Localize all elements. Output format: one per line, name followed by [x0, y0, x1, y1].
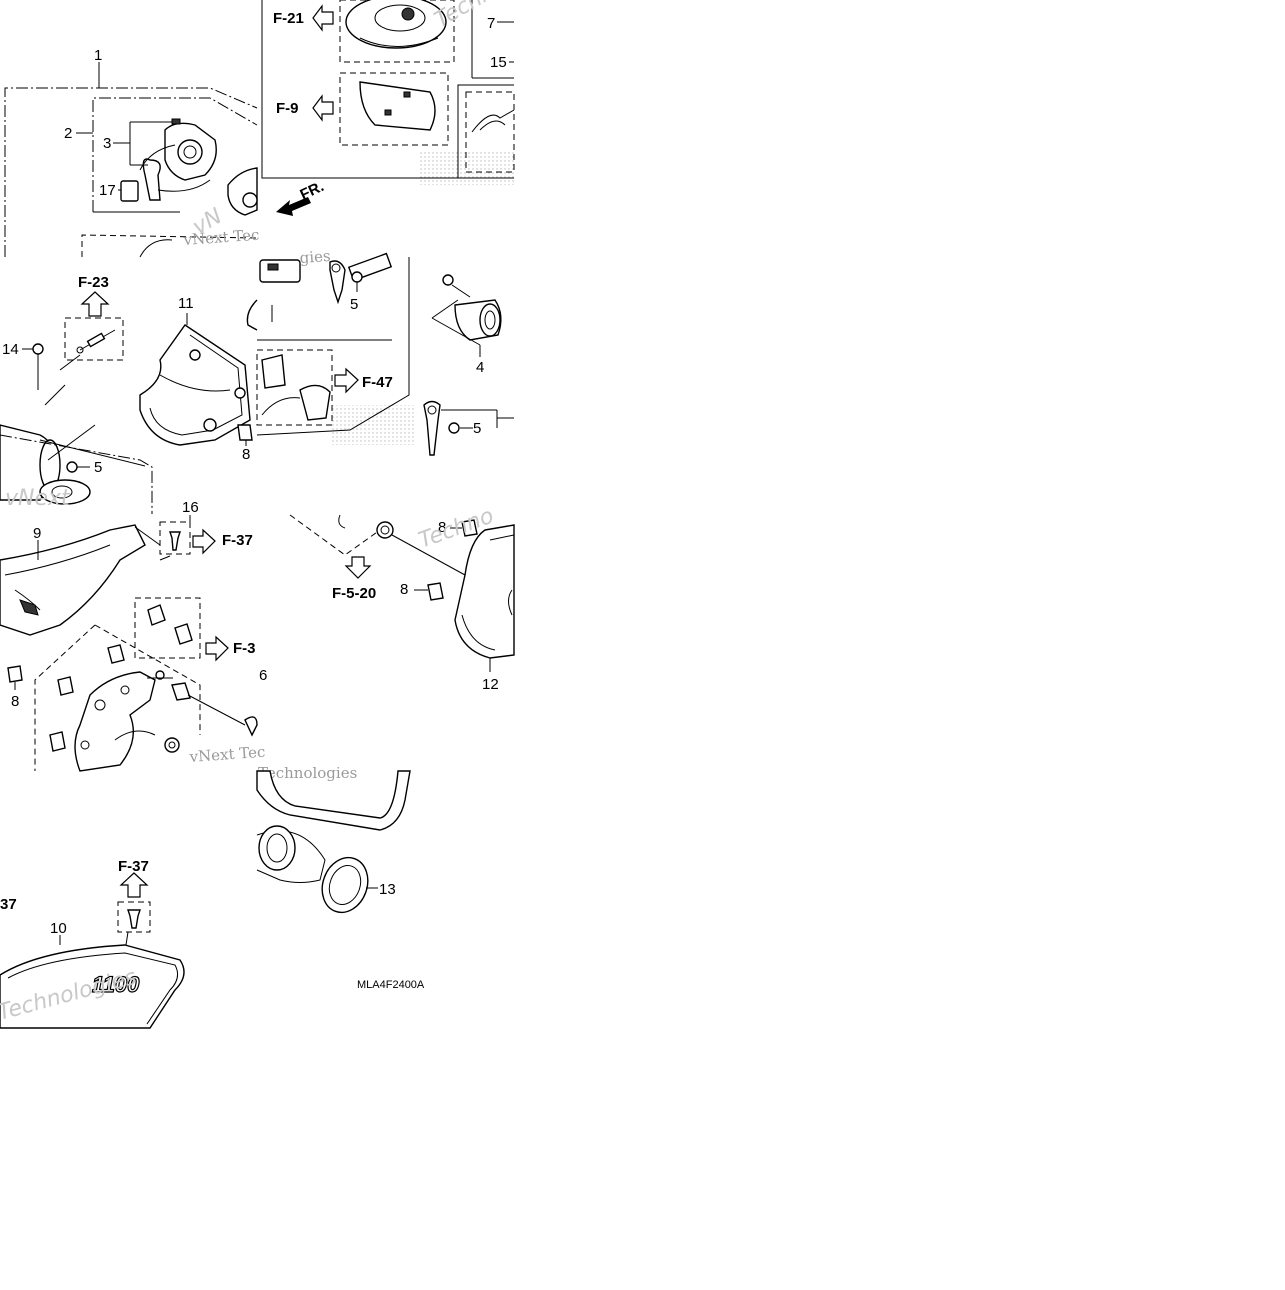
watermark: Technologies — [258, 764, 357, 782]
ref-f-5-20: F-5-20 — [332, 585, 376, 602]
label-part-15: 15 — [490, 54, 507, 71]
label-part-9: 9 — [33, 525, 41, 542]
tile-grommet: 13 MLA4F2400A — [256, 770, 425, 991]
tile-side-cover: F-5-20 8 8 12 Techno Technologies — [258, 504, 515, 782]
tile-key-lock: 5 F-47 4 5 gies — [246, 247, 514, 456]
label-part-2: 2 — [64, 125, 72, 142]
label-part-8: 8 — [438, 519, 446, 536]
ref-f-9: F-9 — [276, 100, 299, 117]
svg-text:gies: gies — [299, 247, 331, 267]
label-part-4: 4 — [476, 359, 484, 376]
watermark: vNext Tec — [182, 226, 260, 249]
label-part-3: 3 — [103, 135, 111, 152]
ref-f-21: F-21 — [273, 10, 304, 27]
label-part-13: 13 — [379, 881, 396, 898]
label-part-5: 5 — [94, 459, 102, 476]
ref-f-37: F-37 — [222, 532, 253, 549]
label-part-11: 11 — [178, 295, 194, 312]
label-part-6: 6 — [259, 667, 267, 684]
label-part-8: 8 — [242, 446, 250, 463]
watermark: vNext Tec — [188, 743, 266, 766]
label-part-16: 16 — [182, 499, 199, 516]
watermark: Techno — [431, 0, 511, 33]
label-part-7: 7 — [487, 15, 495, 32]
label-part-10: 10 — [50, 920, 67, 937]
ref-f-23: F-23 — [78, 274, 109, 291]
ref-f-47: F-47 — [362, 374, 393, 391]
watermark: vNext — [5, 486, 71, 511]
ref-f-3: F-3 — [233, 640, 256, 657]
ref-f-37-partial: 37 — [0, 896, 17, 913]
tile-fuel-lid: F-21 F-9 FR. 7 15 Techno — [261, 0, 515, 216]
ref-f-37: F-37 — [118, 858, 149, 875]
tile-cover-bracket: 16 F-37 9 F-3 6 8 vNext Tec — [0, 499, 267, 772]
label-part-8: 8 — [400, 581, 408, 598]
label-part-5: 5 — [350, 296, 358, 313]
drawing-code: MLA4F2400A — [357, 979, 425, 991]
tile-cover-10: 1100 F-37 37 10 Technologies — [0, 858, 185, 1029]
label-part-14: 14 — [2, 341, 19, 358]
label-part-17: 17 — [99, 182, 116, 199]
front-direction-label: FR. — [298, 178, 327, 204]
tile-switch-assembly: 1 2 3 17 vNext Tec vN — [4, 47, 260, 258]
label-part-5: 5 — [473, 420, 481, 437]
emblem-text: 1100 — [92, 972, 140, 997]
tile-panel-11: F-23 11 14 5 8 vNext — [0, 274, 253, 514]
label-part-1: 1 — [94, 47, 102, 64]
label-part-8: 8 — [11, 693, 19, 710]
label-part-12: 12 — [482, 676, 499, 693]
